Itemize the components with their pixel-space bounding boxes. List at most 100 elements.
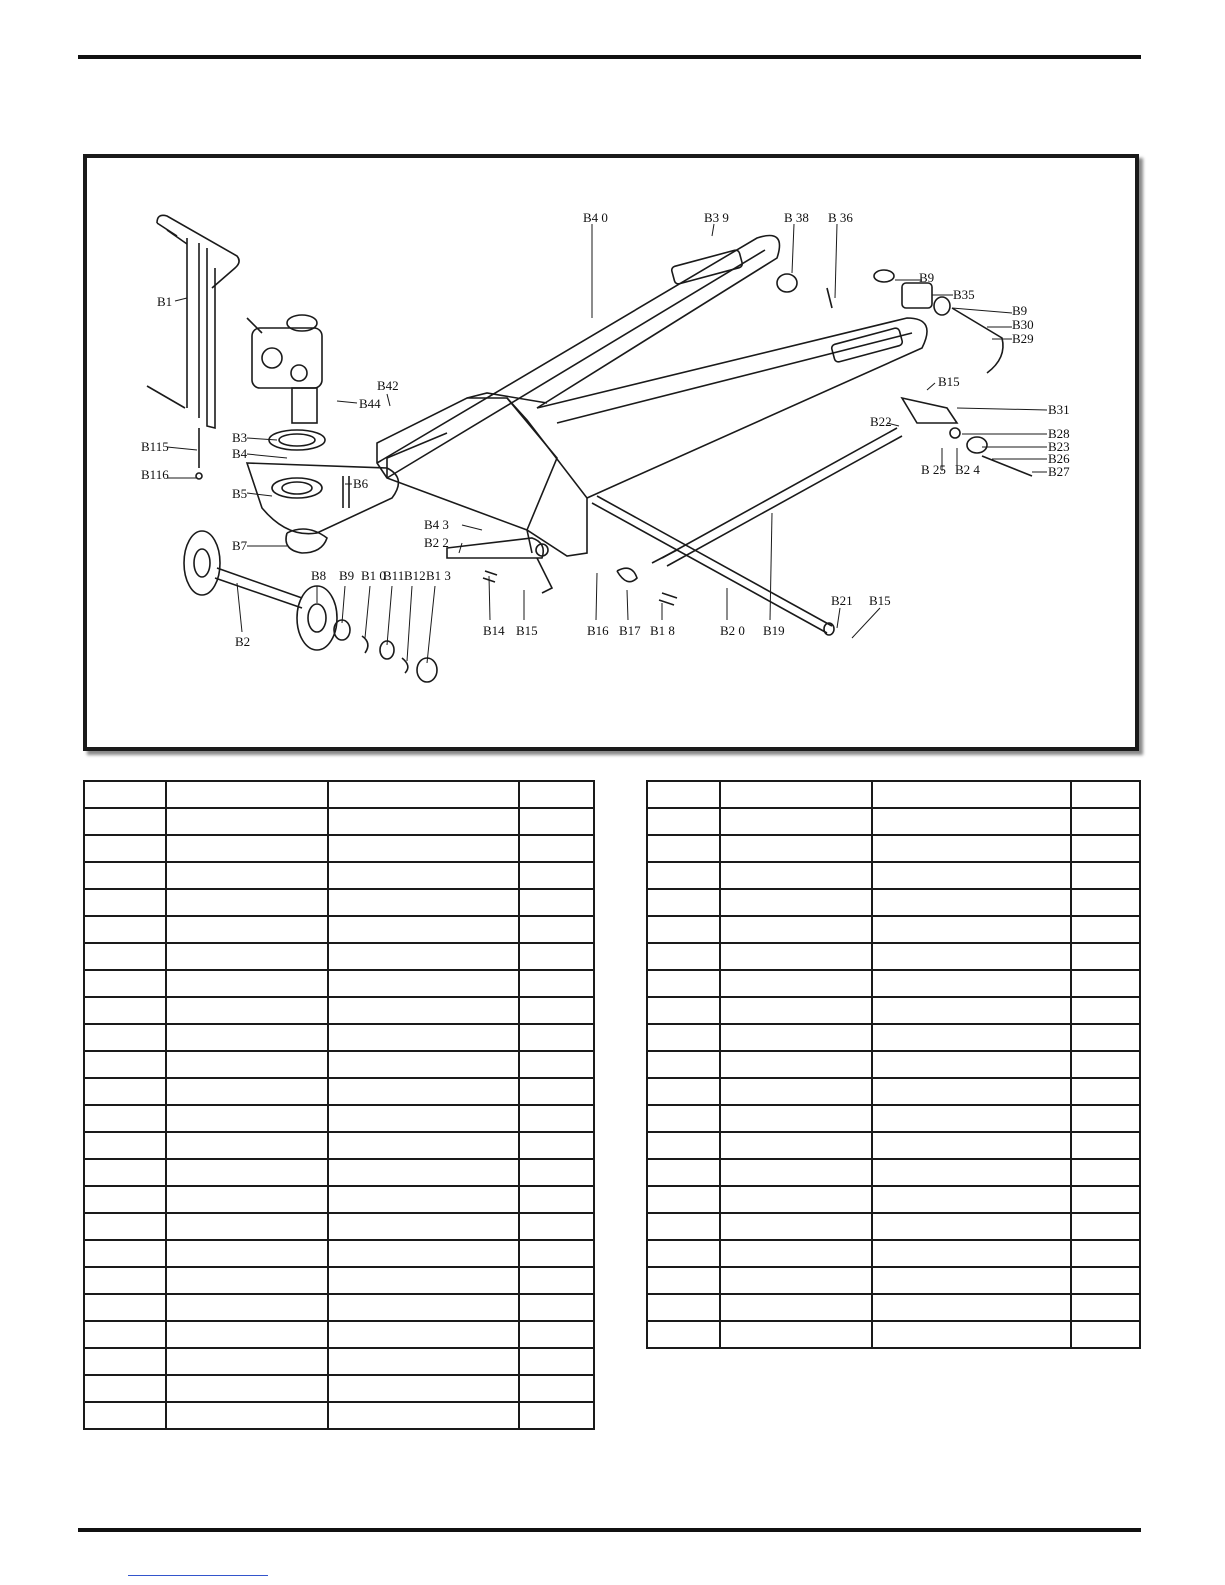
table-cell bbox=[1070, 1266, 1141, 1295]
callout-b20: B2 0 bbox=[720, 623, 745, 638]
table-cell bbox=[719, 1158, 873, 1187]
callout-b36: B 36 bbox=[828, 210, 853, 225]
table-cell bbox=[646, 888, 721, 917]
table-cell bbox=[871, 1266, 1072, 1295]
table-cell bbox=[165, 1239, 329, 1268]
linkage bbox=[446, 537, 678, 606]
fork-frame bbox=[376, 234, 928, 557]
table-cell bbox=[83, 1374, 167, 1403]
table-cell bbox=[646, 834, 721, 863]
table-cell bbox=[327, 969, 520, 998]
table-cell bbox=[871, 888, 1072, 917]
table-row bbox=[646, 969, 1141, 998]
table-cell bbox=[646, 1131, 721, 1160]
table-cell bbox=[518, 1266, 595, 1295]
table-cell bbox=[327, 915, 520, 944]
table-cell bbox=[165, 1185, 329, 1214]
table-row bbox=[83, 834, 595, 863]
table-cell bbox=[327, 1374, 520, 1403]
table-cell bbox=[646, 1104, 721, 1133]
push-rods bbox=[591, 427, 903, 636]
table-row bbox=[83, 915, 595, 944]
table-cell bbox=[1070, 969, 1141, 998]
table-cell bbox=[871, 861, 1072, 890]
callout-b4: B4 bbox=[232, 446, 248, 461]
table-cell bbox=[646, 780, 721, 809]
parts-table-left bbox=[83, 780, 595, 1430]
table-cell bbox=[83, 1185, 167, 1214]
callout-b39: B3 9 bbox=[704, 210, 729, 225]
table-cell bbox=[165, 834, 329, 863]
table-row bbox=[83, 1023, 595, 1052]
callout-b8: B8 bbox=[311, 568, 326, 583]
table-cell bbox=[83, 1158, 167, 1187]
table-cell bbox=[646, 1293, 721, 1322]
table-row bbox=[646, 1212, 1141, 1241]
callout-b29: B29 bbox=[1012, 331, 1034, 346]
table-row bbox=[83, 1239, 595, 1268]
table-cell bbox=[518, 1050, 595, 1079]
table-row bbox=[83, 1158, 595, 1187]
table-cell bbox=[327, 1131, 520, 1160]
rear-roller-assembly bbox=[776, 269, 1033, 477]
callout-b28: B28 bbox=[1048, 426, 1070, 441]
table-cell bbox=[165, 996, 329, 1025]
header-rule bbox=[78, 55, 1141, 59]
hydraulic-pump bbox=[246, 314, 326, 451]
table-cell bbox=[646, 1050, 721, 1079]
table-cell bbox=[327, 807, 520, 836]
callout-b1: B1 bbox=[157, 294, 172, 309]
callout-b2: B2 bbox=[235, 634, 250, 649]
table-cell bbox=[719, 861, 873, 890]
table-cell bbox=[83, 969, 167, 998]
callout-b22-right: B22 bbox=[870, 414, 892, 429]
table-cell bbox=[1070, 888, 1141, 917]
footer-link-underline[interactable] bbox=[128, 1575, 268, 1576]
callout-b9-bottom: B9 bbox=[339, 568, 354, 583]
table-cell bbox=[646, 1185, 721, 1214]
table-cell bbox=[1070, 780, 1141, 809]
table-cell bbox=[83, 1077, 167, 1106]
table-cell bbox=[518, 1212, 595, 1241]
table-cell bbox=[165, 807, 329, 836]
table-cell bbox=[719, 807, 873, 836]
table-row bbox=[646, 1266, 1141, 1295]
callout-b5: B5 bbox=[232, 486, 247, 501]
callout-b40: B4 0 bbox=[583, 210, 608, 225]
parts-table-right bbox=[646, 780, 1141, 1349]
callout-b22-left: B2 2 bbox=[424, 535, 449, 550]
table-row bbox=[646, 1185, 1141, 1214]
table-cell bbox=[871, 915, 1072, 944]
table-cell bbox=[83, 1050, 167, 1079]
table-cell bbox=[165, 969, 329, 998]
table-cell bbox=[518, 1077, 595, 1106]
table-cell bbox=[1070, 1050, 1141, 1079]
table-cell bbox=[871, 1185, 1072, 1214]
table-row bbox=[83, 996, 595, 1025]
table-cell bbox=[1070, 1185, 1141, 1214]
leader-lines bbox=[166, 223, 1048, 664]
table-cell bbox=[327, 1347, 520, 1376]
table-cell bbox=[1070, 834, 1141, 863]
table-cell bbox=[83, 1266, 167, 1295]
table-cell bbox=[327, 1239, 520, 1268]
table-cell bbox=[719, 780, 873, 809]
table-cell bbox=[83, 1104, 167, 1133]
table-cell bbox=[646, 915, 721, 944]
table-row bbox=[83, 1347, 595, 1376]
table-cell bbox=[165, 1293, 329, 1322]
table-row bbox=[83, 942, 595, 971]
table-cell bbox=[518, 1347, 595, 1376]
table-cell bbox=[518, 996, 595, 1025]
table-row bbox=[83, 888, 595, 917]
callout-b7: B7 bbox=[232, 538, 248, 553]
callout-b18: B1 8 bbox=[650, 623, 675, 638]
table-row bbox=[83, 1374, 595, 1403]
table-cell bbox=[518, 888, 595, 917]
callout-b16: B16 bbox=[587, 623, 609, 638]
table-cell bbox=[83, 1212, 167, 1241]
callout-b12: B12 bbox=[404, 568, 426, 583]
table-cell bbox=[871, 1077, 1072, 1106]
table-cell bbox=[83, 834, 167, 863]
table-cell bbox=[646, 1158, 721, 1187]
